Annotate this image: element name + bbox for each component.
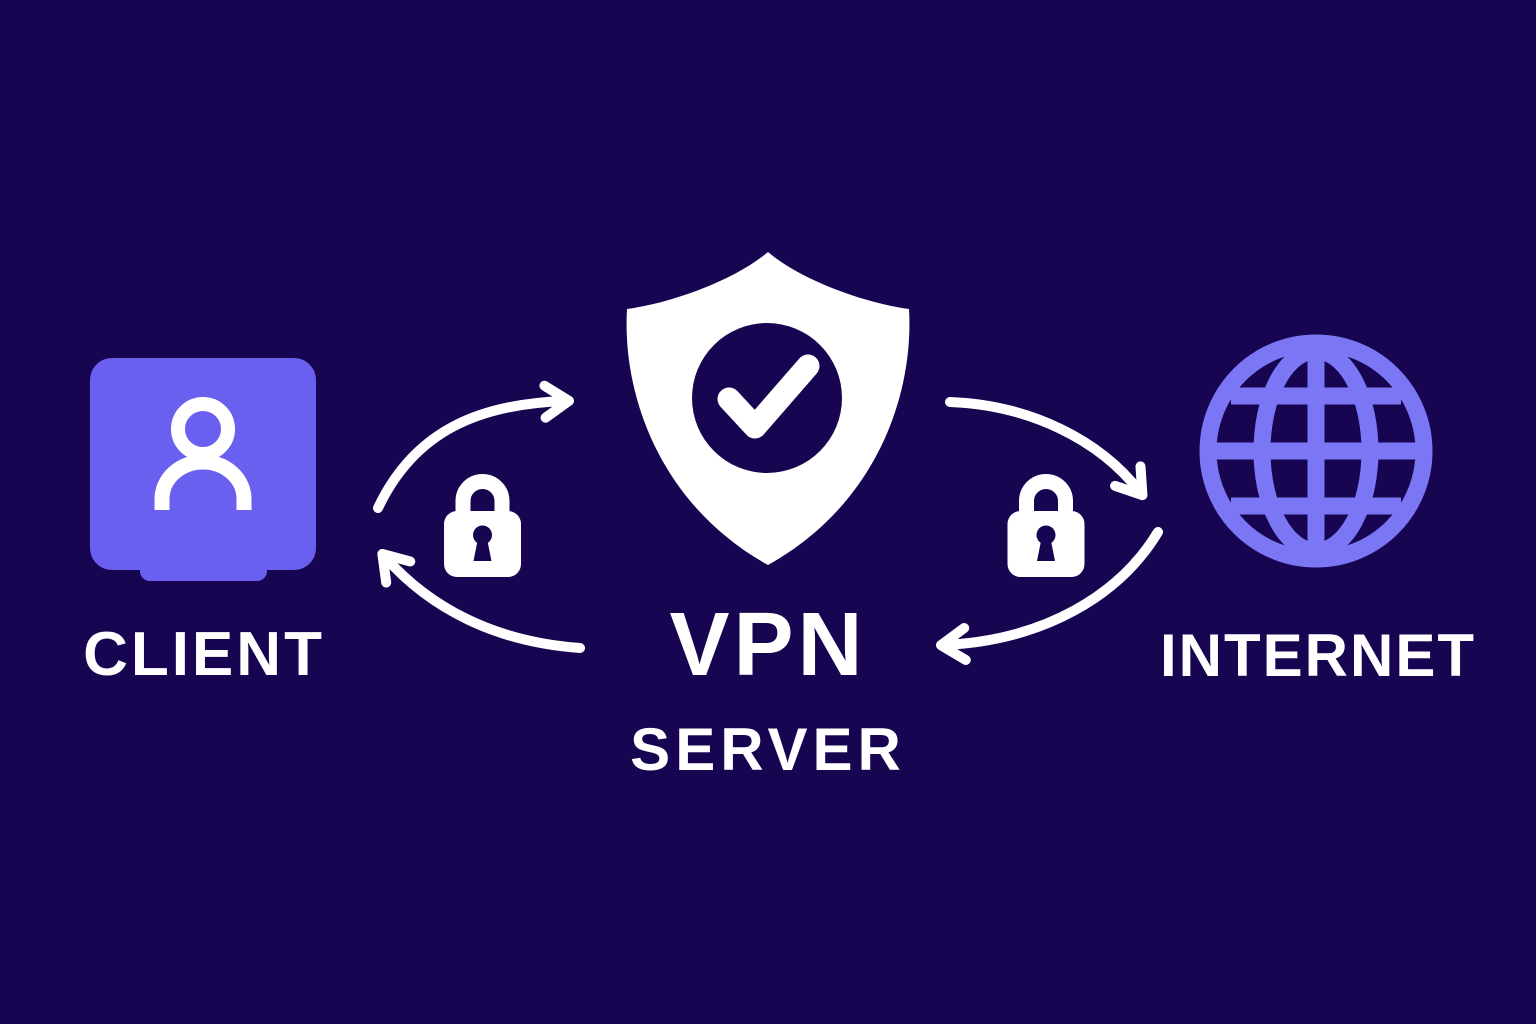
internet-label: INTERNET xyxy=(1160,622,1476,689)
lock-icon-left xyxy=(444,482,521,578)
client-monitor-icon xyxy=(90,358,316,581)
shield-check-icon xyxy=(626,252,910,565)
client-label: CLIENT xyxy=(83,620,325,689)
arrow-vpn-to-client xyxy=(377,549,585,653)
server-label: SERVER xyxy=(630,716,906,783)
user-icon xyxy=(154,397,252,510)
arrow-internet-to-vpn xyxy=(936,527,1163,665)
arrow-client-to-vpn xyxy=(373,380,574,513)
arrow-vpn-to-internet xyxy=(945,397,1148,501)
lock-icon-right xyxy=(1008,482,1085,578)
vpn-label: VPN xyxy=(669,595,867,695)
globe-icon xyxy=(1199,334,1433,568)
